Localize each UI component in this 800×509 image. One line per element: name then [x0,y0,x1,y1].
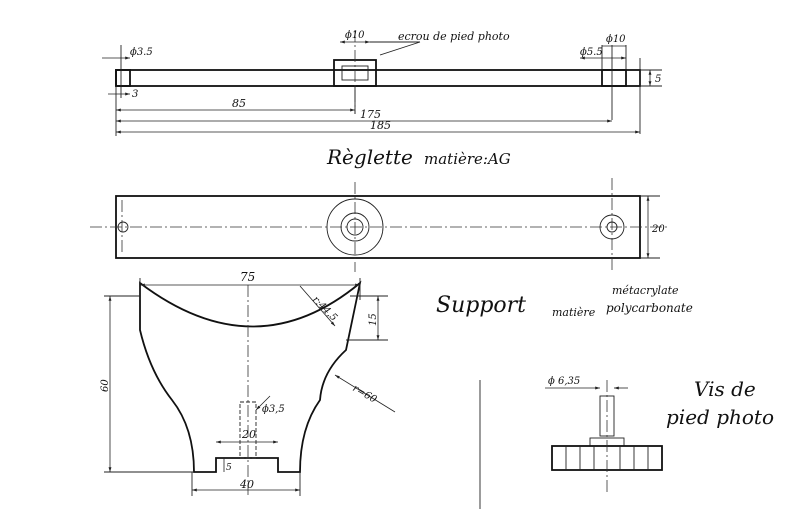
dim-175: 175 [360,108,381,121]
dim-20-support: 20 [241,428,256,441]
vis-title-line1: Vis de [694,377,756,401]
reglette-title: Règlette [326,145,413,169]
dim-r60: r=60 [351,383,379,406]
vis-view: ϕ 6,35 [479,376,663,509]
support-title: Support [436,293,526,318]
dim-phi10-right: ϕ10 [606,34,626,45]
dim-5-support: 5 [226,463,232,473]
support-material-1: métacrylate [612,284,679,297]
dim-75: 75 [240,270,255,284]
dim-phi10-center: ϕ10 [345,30,365,41]
nut-label: ecrou de pied photo [398,30,510,43]
dim-5: 5 [655,74,661,85]
vis-title-line2: pied photo [666,405,774,429]
dim-20-top: 20 [651,224,665,235]
dim-3: 3 [132,89,138,100]
dim-60: 60 [100,379,111,392]
dim-15: 15 [368,313,379,326]
dim-40: 40 [239,478,254,491]
support-material-label: matière [552,306,596,319]
dim-185: 185 [370,119,391,132]
dim-85: 85 [232,97,246,110]
support-material-2: polycarbonate [606,301,693,315]
reglette-side-view: ecrou de pied photo ϕ10 ϕ3.5 ϕ5.5 ϕ10 5 … [102,30,662,136]
reglette-material: matière:AG [424,150,511,168]
dim-phi35-support: ϕ3,5 [262,404,285,415]
dim-phi635: ϕ 6,35 [548,376,580,387]
dim-r445: r:44,5 [310,294,339,323]
dim-phi35: ϕ3.5 [130,47,153,58]
dim-phi55: ϕ5.5 [580,47,603,58]
reglette-top-view: 20 [90,178,668,272]
support-view: 75 r:44,5 15 60 r=60 ϕ3,5 20 5 40 [100,270,396,496]
